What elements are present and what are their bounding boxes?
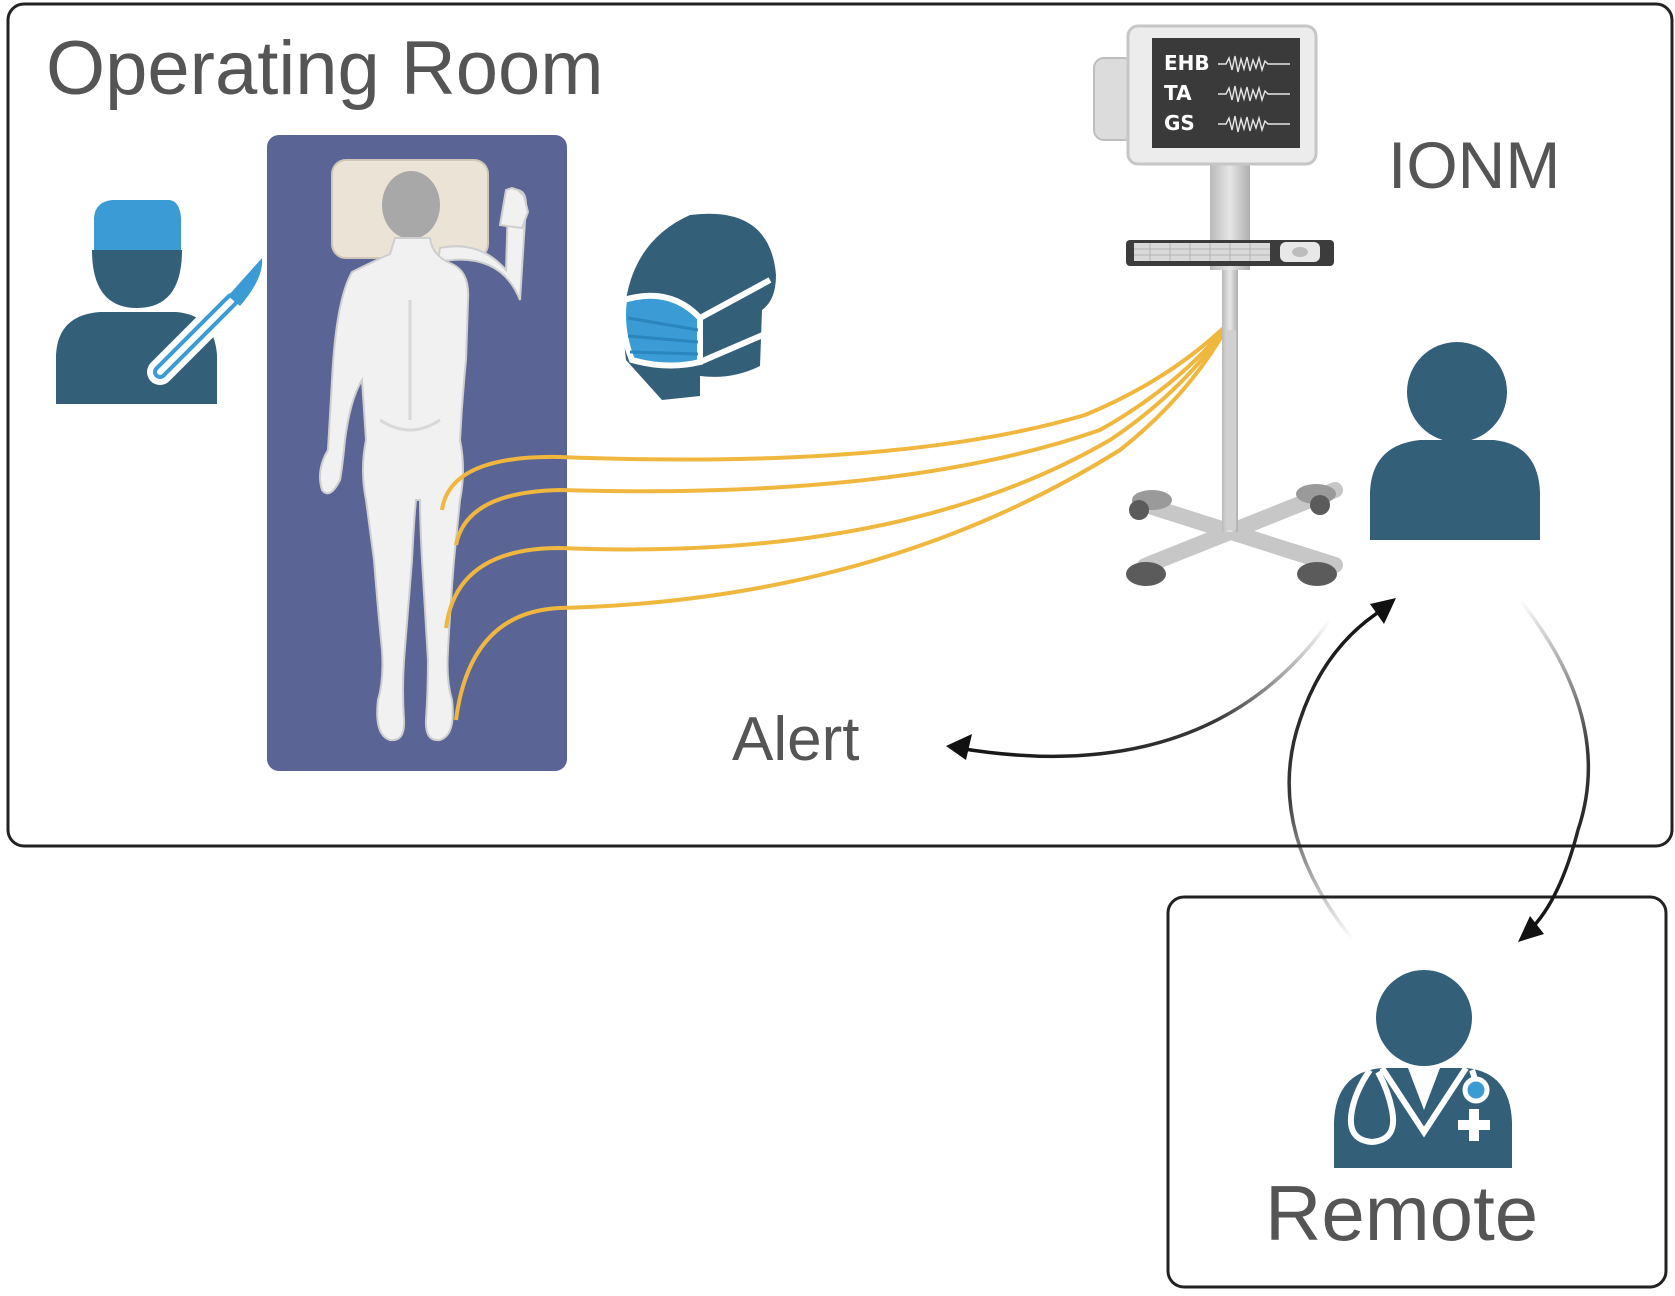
remote-box [1166,895,1668,1289]
person-icon [1370,342,1540,540]
doctor-with-stethoscope-icon [1334,970,1512,1168]
alert-arrow [946,618,1332,760]
electrode-wires [440,320,1232,721]
operating-room-label: Operating Room [46,26,604,111]
masked-head-icon [620,213,776,400]
neuromonitoring-cart-icon: EHB TA GS [1093,24,1343,586]
channel-label-gs: GS [1164,111,1195,135]
waveform-traces [1218,55,1290,133]
remote-label: Remote [1265,1169,1538,1257]
patient-body-on-table-icon [267,135,567,771]
channel-label-ta: TA [1164,81,1192,105]
channel-label-ehb: EHB [1164,51,1210,75]
alert-label: Alert [732,705,859,774]
surgeon-with-scalpel-icon [56,200,263,404]
ionm-to-remote-arrow [1518,598,1591,942]
remote-to-ionm-arrow [1287,598,1396,947]
operating-room-box [6,2,1674,848]
ionm-label: IONM [1388,128,1560,202]
